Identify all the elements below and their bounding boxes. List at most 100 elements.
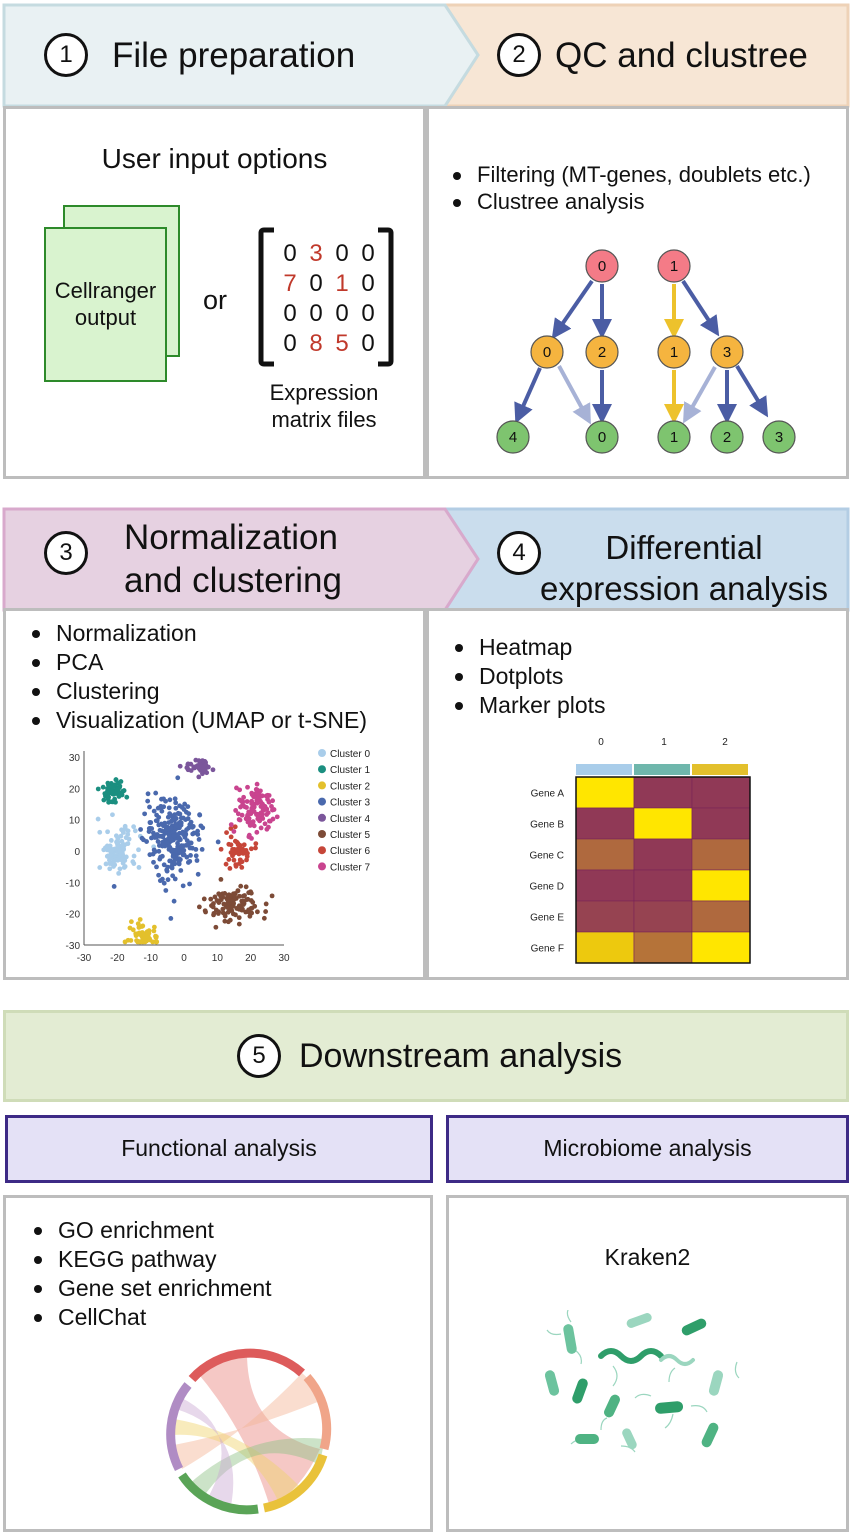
scatter-point	[188, 840, 194, 846]
step1-panel: User input options Cellranger output or …	[3, 106, 426, 479]
scatter-point	[204, 770, 210, 776]
document-icon: Cellranger output	[44, 227, 167, 382]
arrow-mid0-bot0	[557, 365, 591, 425]
legend-label: Cluster 4	[330, 814, 370, 825]
scatter-point	[162, 823, 168, 829]
scatter-point	[231, 901, 237, 906]
scatter-point	[233, 808, 239, 813]
scatter-point	[212, 894, 218, 900]
chord-arc-purple	[166, 1382, 192, 1472]
bullet-go-enrichment: GO enrichment	[30, 1216, 272, 1245]
scatter-point	[199, 847, 205, 852]
doc-label-line2: output	[74, 305, 137, 330]
chord-arc-red	[188, 1348, 305, 1383]
spirillum-icon	[598, 1348, 664, 1364]
scatter-point	[264, 826, 270, 832]
scatter-point	[184, 765, 190, 771]
scatter-point	[248, 846, 254, 852]
scatter-point	[172, 861, 178, 867]
scatter-point	[131, 853, 137, 859]
y-tick-label: 10	[69, 816, 81, 827]
scatter-point	[153, 818, 159, 824]
scatter-point	[171, 898, 177, 904]
scatter-point	[173, 800, 179, 806]
scatter-point	[121, 855, 127, 861]
node-bot-2	[710, 420, 744, 454]
scatter-point	[195, 828, 200, 834]
scatter-point	[195, 871, 201, 877]
scatter-point	[254, 781, 260, 787]
y-tick-label: 20	[69, 784, 81, 795]
scatter-point	[126, 836, 132, 842]
heatmap-cell	[691, 931, 751, 964]
scatter-point	[151, 808, 157, 814]
step2-bullets: Filtering (MT-genes, doublets etc.) Clus…	[449, 161, 811, 215]
scatter-point	[249, 801, 255, 807]
scatter-point	[154, 864, 159, 870]
scatter-point	[196, 904, 202, 910]
clustree-diagram: 0 1 0 2 1 3 4 0 1 2 3	[496, 249, 796, 454]
y-tick-label: -10	[66, 878, 81, 889]
scatter-point	[193, 847, 199, 852]
bullet-marker-plots: Marker plots	[451, 691, 606, 720]
bacteria-illustration	[544, 1310, 740, 1453]
step5-header: 5 Downstream analysis	[3, 1010, 849, 1102]
scatter-point	[255, 814, 261, 820]
scatter-point	[156, 872, 161, 878]
scatter-point	[101, 797, 107, 803]
heatmap-cell	[691, 807, 751, 840]
node-bot-0-label: 0	[598, 429, 606, 446]
step5-title: Downstream analysis	[299, 1037, 623, 1075]
legend-marker	[318, 797, 326, 806]
scatter-point	[160, 834, 166, 840]
scatter-point	[242, 804, 248, 810]
node-top-0	[585, 249, 619, 283]
node-bot-3	[762, 420, 796, 454]
scatter-point	[224, 830, 229, 835]
scatter-point	[227, 917, 233, 923]
scatter-point	[116, 870, 122, 876]
scatter-point	[191, 764, 197, 770]
scatter-point	[241, 842, 247, 848]
scatter-point	[239, 859, 245, 865]
scatter-point	[179, 850, 185, 856]
scatter-point	[240, 799, 246, 805]
scatter-point	[97, 865, 103, 870]
arrow-top0-mid0	[551, 279, 594, 340]
matrix-cell: 0	[309, 300, 322, 327]
scatter-point	[135, 921, 141, 927]
scatter-point	[226, 857, 232, 862]
scatter-point	[218, 877, 224, 882]
scatter-point	[140, 930, 146, 936]
scatter-point	[159, 805, 164, 810]
heatmap-row-label: Gene B	[530, 820, 564, 831]
bullet-filtering: Filtering (MT-genes, doublets etc.)	[449, 161, 811, 188]
legend-label: Cluster 6	[330, 846, 370, 857]
scatter-point	[151, 847, 157, 853]
scatter-point	[203, 909, 208, 915]
scatter-point	[177, 763, 183, 769]
chord-ribbon-green	[188, 1437, 324, 1499]
node-bot-4-label: 4	[509, 429, 517, 446]
node-mid-1	[657, 335, 691, 369]
scatter-point	[168, 825, 174, 831]
scatter-point	[236, 921, 242, 927]
scatter-point	[213, 924, 219, 930]
scatter-point	[187, 881, 192, 887]
scatter-point	[264, 812, 270, 817]
heatmap-row-label: Gene D	[530, 882, 564, 893]
row2-header-arrows	[2, 507, 850, 612]
legend-marker	[318, 813, 326, 822]
scatter-point	[168, 838, 174, 844]
step1-number: 1	[44, 33, 88, 77]
scatter-point	[262, 804, 268, 809]
x-tick-label: 20	[245, 953, 257, 964]
scatter-point	[187, 845, 193, 851]
scatter-point	[110, 812, 115, 818]
node-top-0-label: 0	[598, 258, 606, 275]
scatter-point	[215, 839, 221, 845]
scatter-point	[208, 896, 214, 902]
scatter-point	[224, 904, 230, 910]
heatmap-cell	[633, 931, 693, 964]
node-mid-0-label: 0	[543, 344, 551, 361]
